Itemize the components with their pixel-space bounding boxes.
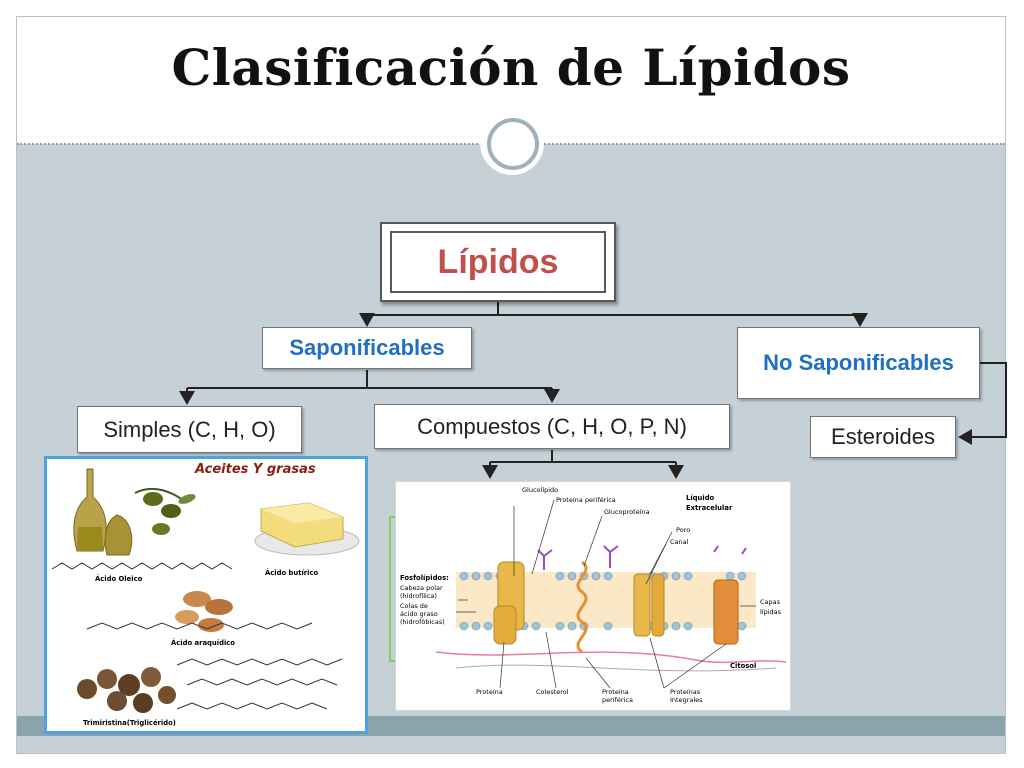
fats-oils-image: Aceites Y grasas Ácido Oleico Ácido butí… (44, 456, 368, 734)
node-saponificables: Saponificables (262, 327, 472, 369)
label-citosol: Citosol (730, 662, 756, 670)
slide-title: Clasificación de Lípidos (171, 38, 851, 97)
label-acido-butirico: Ácido butírico (265, 568, 319, 577)
label-lipidas: lípidas (760, 608, 782, 616)
node-simples: Simples (C, H, O) (77, 406, 302, 453)
membrane-illustration: Glucolípido Proteína periférica Glucopro… (400, 486, 787, 704)
label-proteina: Proteína (476, 688, 503, 696)
label-trimiristina: Trimiristina(Triglicérido) (83, 719, 176, 727)
integral-protein-icon (713, 579, 739, 645)
glycoprotein-helix-icon (576, 560, 588, 654)
glycolipid-chains-icon (537, 545, 747, 570)
label-capas: Capas (760, 598, 781, 606)
label-acido-araquidico: Ácido araquídico (171, 638, 235, 647)
membrane-bracket (389, 516, 396, 662)
label-proteina-bottom: Proteína (602, 688, 629, 696)
fats-image-heading: Aceites Y grasas (195, 462, 316, 477)
node-lipidos-label: Lípidos (390, 231, 606, 293)
label-proteina-periferica-top: Proteína periférica (556, 496, 616, 504)
label-acido-graso: ácido graso (400, 610, 438, 618)
channel-protein-icon (633, 573, 651, 637)
node-compuestos: Compuestos (C, H, O, P, N) (374, 404, 730, 449)
label-canal: Canal (670, 538, 689, 546)
label-cabeza-polar: Cabeza polar (400, 584, 443, 592)
label-acido-oleico: Ácido Oleico (95, 574, 143, 583)
label-colesterol: Colesterol (536, 688, 569, 696)
node-no-saponificables: No Saponificables (737, 327, 980, 399)
label-extracelular: Extracelular (686, 504, 733, 512)
butter-icon (254, 502, 360, 556)
label-colas: Colas de (400, 602, 428, 610)
node-lipidos: Lípidos (380, 222, 616, 302)
peripheral-protein-icon (493, 605, 517, 645)
label-integrales: Integrales (670, 696, 703, 704)
label-fosfolipidos: Fosfolípidos: (400, 574, 449, 582)
nuts-icon (77, 667, 176, 713)
label-hidrofilica: (hidrofílica) (400, 592, 437, 600)
label-liquido-extracelular: Líquido (686, 494, 715, 502)
olive-oil-bottle-icon (73, 468, 133, 556)
label-periferica-bottom: periférica (602, 696, 633, 704)
label-glucoproteina: Glucoproteína (604, 508, 650, 516)
label-poro: Poro (676, 526, 690, 534)
label-glucolipido: Glucolípido (522, 486, 558, 494)
cell-membrane-image: Glucolípido Proteína periférica Glucopro… (395, 481, 791, 711)
peanuts-icon (175, 591, 233, 632)
connector-to-esteroides (958, 362, 1007, 445)
olives-icon (134, 487, 196, 535)
node-esteroides: Esteroides (810, 416, 956, 458)
label-hidrofobicas: (hidrofóbicas) (400, 618, 445, 626)
ornament-ring-icon (487, 118, 539, 170)
fats-illustration: Ácido Oleico Ácido butírico Ácido araquí… (51, 468, 360, 727)
label-proteinas: Proteínas (670, 688, 701, 696)
